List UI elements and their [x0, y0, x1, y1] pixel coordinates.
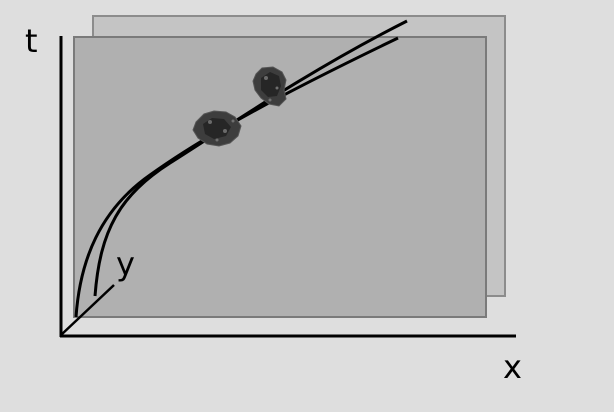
trajectory-curve-1: [74, 36, 399, 318]
y-axis-label: y: [116, 245, 135, 283]
particle-blob-2: [252, 66, 287, 107]
t-axis-label: t: [25, 22, 38, 60]
y-axis: [60, 284, 115, 336]
x-axis-label: x: [503, 348, 522, 386]
trajectory-curve-2: [93, 19, 408, 297]
particle-blob-1: [192, 110, 242, 147]
